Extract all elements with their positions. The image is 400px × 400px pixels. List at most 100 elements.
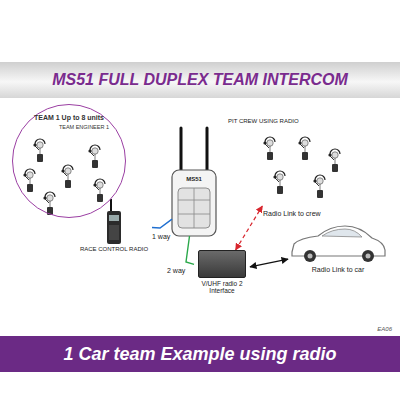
mic-boom	[95, 186, 99, 190]
base-station: MS51	[172, 170, 216, 236]
cable	[335, 158, 336, 164]
belt-pack	[47, 207, 53, 215]
node-label: Radio Link to car	[288, 266, 388, 274]
link-line	[186, 236, 194, 264]
radio-link-arrow	[250, 259, 288, 267]
head	[37, 142, 43, 148]
head	[47, 195, 53, 201]
link-line	[152, 219, 172, 228]
radio-unit: RACE CONTROL RADIO	[76, 198, 152, 253]
mic-boom	[63, 172, 67, 176]
caption-band: 1 Car team Example using radio	[0, 336, 400, 372]
link-label: 1 way	[151, 233, 171, 241]
head	[267, 140, 273, 146]
title-band: MS51 FULL DUPLEX TEAM INTERCOM	[0, 62, 400, 98]
node-label: MS51	[172, 176, 216, 183]
mic-boom	[315, 182, 319, 186]
head	[317, 178, 323, 184]
headset-icon	[23, 169, 35, 192]
car-unit: Radio Link to car	[288, 224, 388, 274]
headset-icon	[43, 192, 55, 215]
title: MS51 FULL DUPLEX TEAM INTERCOM	[52, 71, 348, 89]
headset-icon	[88, 145, 100, 168]
link-label: 2 way	[166, 267, 186, 275]
ms51-antennas	[181, 128, 207, 172]
headset-icon	[263, 137, 275, 160]
headset-icon	[298, 137, 310, 160]
mic-boom	[25, 176, 29, 180]
cable	[30, 178, 31, 184]
cable	[270, 146, 271, 152]
mic-boom	[265, 144, 269, 148]
node-label: TEAM 1 Up to 8 units	[13, 114, 125, 122]
headset-icon	[328, 149, 340, 172]
headsets	[23, 137, 340, 215]
cable	[280, 180, 281, 186]
caption: 1 Car team Example using radio	[63, 344, 336, 365]
car	[292, 226, 385, 262]
belt-pack	[317, 190, 323, 198]
ms51-base-station	[172, 170, 216, 236]
radio-screen	[109, 215, 119, 221]
crew-group: PIT CREW USING RADIO	[228, 118, 350, 206]
head	[27, 172, 33, 178]
mic-boom	[45, 199, 49, 203]
interface-box: V/UHF radio 2 Interface	[194, 250, 250, 295]
head	[277, 174, 283, 180]
belt-pack	[277, 186, 283, 194]
cable	[68, 174, 69, 180]
headset-icon	[93, 179, 105, 202]
belt-pack	[65, 180, 71, 188]
head	[97, 182, 103, 188]
headset-icon	[61, 165, 73, 188]
mic-boom	[300, 144, 304, 148]
base-station-body	[172, 170, 216, 236]
mic-boom	[275, 178, 279, 182]
radio-antenna	[110, 199, 112, 212]
car-wheel	[362, 250, 374, 262]
reference-code: EA06	[377, 326, 392, 332]
cable	[320, 184, 321, 190]
mic-boom	[35, 146, 39, 150]
cable	[50, 201, 51, 207]
belt-pack	[92, 160, 98, 168]
cable	[305, 146, 306, 152]
car-hub	[366, 254, 371, 259]
headset-icon	[33, 139, 45, 162]
belt-pack	[37, 154, 43, 162]
car-wheel	[304, 250, 316, 262]
radio-keypad	[109, 225, 119, 240]
radio-body	[107, 211, 121, 244]
node-label: PIT CREW USING RADIO	[228, 118, 350, 125]
race-control-radio	[107, 199, 121, 244]
head	[65, 168, 71, 174]
cable	[100, 188, 101, 194]
belt-pack	[302, 152, 308, 160]
belt-pack	[267, 152, 273, 160]
mic-boom	[90, 152, 94, 156]
headset-icon	[313, 175, 325, 198]
car-hub	[308, 254, 313, 259]
antenna	[206, 128, 209, 172]
mic-boom	[330, 156, 334, 160]
interface-housing	[198, 250, 246, 278]
strap	[194, 188, 195, 228]
node-label: V/UHF radio 2 Interface	[194, 280, 250, 295]
radio-link-arrow	[236, 206, 263, 250]
node-sublabel: TEAM ENGINEER 1	[13, 124, 125, 130]
cable	[40, 148, 41, 154]
headset-icon	[273, 171, 285, 194]
belt-pack	[97, 194, 103, 202]
node-label: RACE CONTROL RADIO	[76, 246, 152, 253]
head	[302, 140, 308, 146]
belt-pack	[332, 164, 338, 172]
cable	[95, 154, 96, 160]
base-station-panel	[178, 188, 210, 228]
head	[332, 152, 338, 158]
car-window	[322, 229, 362, 237]
link-label: Radio Link to crew	[262, 210, 322, 218]
team-circle: TEAM 1 Up to 8 unitsTEAM ENGINEER 1	[12, 104, 126, 218]
antenna	[180, 128, 183, 172]
head	[92, 148, 98, 154]
belt-pack	[27, 184, 33, 192]
